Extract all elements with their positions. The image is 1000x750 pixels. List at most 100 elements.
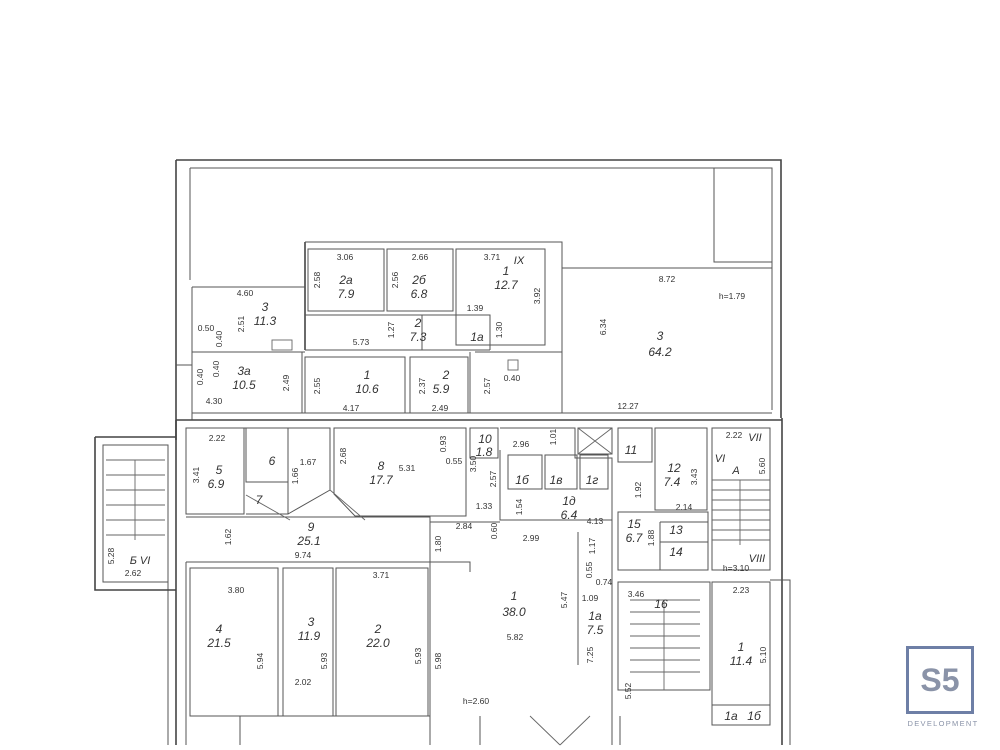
dimension-labels: 3.06 2.66 3.71 8.72 2.58 2.56 3.92 1.39 … [106,252,768,699]
dimension: 3.71 [373,570,390,580]
room-number: 3 [308,615,315,629]
section-label: VI [715,453,725,465]
room-number: 2 [414,316,422,330]
room-number: 1 [511,589,518,603]
dimension: 4.13 [587,516,604,526]
dimension: 5.31 [399,463,416,473]
section-label: Б VI [130,555,151,567]
dimension: 3.80 [228,585,245,595]
dimension: 5.60 [757,457,767,474]
dimension: 1.39 [467,303,484,313]
room-area: 21.5 [206,636,231,650]
room-area: 1.8 [476,445,493,459]
dimension: 1.54 [514,498,524,515]
room-area: 6.8 [411,287,428,301]
room-area: 12.7 [494,278,519,292]
room-area: 7.5 [587,623,604,637]
dimension: 2.49 [432,403,449,413]
room-number: 3 [262,300,269,314]
room-number: 1 [364,368,371,382]
dimension: 2.99 [523,533,540,543]
height-label: h=3.10 [723,563,750,573]
dimension: 2.49 [281,374,291,391]
dimension: 3.46 [628,589,645,599]
dimension: 2.68 [338,447,348,464]
dimension: 7.25 [585,646,595,663]
outer-walls [94,159,791,745]
dimension: 5.10 [758,646,768,663]
room-area: 22.0 [365,636,390,650]
dimension: 5.28 [106,547,116,564]
room-area: 64.2 [648,345,672,359]
room-number: 2а [338,273,353,287]
dimension: 8.72 [659,274,676,284]
dimension: 1.09 [582,593,599,603]
dimension: 0.74 [596,577,613,587]
room-area: 5.9 [433,382,450,396]
room-area: 10.6 [355,382,379,396]
section-label: A [731,465,739,477]
dimension: 0.40 [214,330,224,347]
room-number: 1 [503,264,510,278]
dimension: 1.01 [548,428,558,445]
dimension: 1.88 [646,529,656,546]
room-area: 10.5 [232,378,256,392]
room-number: 1б [747,709,762,723]
dimension: 2.66 [412,252,429,262]
dimension: 1.27 [386,321,396,338]
room-number: 1б [515,473,530,487]
room-number: 1д [562,494,576,508]
dimension: 2.96 [513,439,530,449]
logo-subtitle: DEVELOPMENT [907,719,979,728]
dimension: 1.30 [494,321,504,338]
dimension: 2.55 [312,377,322,394]
room-number: 2 [442,368,450,382]
dimension: 2.56 [390,271,400,288]
dimension: 3.43 [689,468,699,485]
dimension: 0.60 [489,522,499,539]
room-number: 8 [378,459,385,473]
room-number: 2б [411,273,427,287]
room-number: 1в [550,473,563,487]
room-number: 2 [374,622,382,636]
room-number: 9 [308,520,315,534]
section-label: VII [748,432,761,444]
room-area: 6.4 [561,508,578,522]
dimension: 2.84 [456,521,473,531]
dimension: 2.51 [236,315,246,332]
dimension: 4.30 [206,396,223,406]
dimension: 3.71 [484,252,501,262]
room-area: 7.9 [338,287,355,301]
dimension: 3.41 [191,466,201,483]
room-area: 11.9 [298,629,321,643]
middle-rooms [176,419,782,571]
dimension: 3.50 [468,455,478,472]
room-labels: 2а 7.9 2б 6.8 1 12.7 3 11.3 2 7.3 1а 3 6… [206,264,752,668]
dimension: 2.37 [417,377,427,394]
room-number: 12 [667,461,681,475]
dimension: 5.52 [623,682,633,699]
room-number: 6 [269,454,276,468]
height-label: h=1.79 [719,291,746,301]
height-label: h=2.60 [463,696,490,706]
room-area: 17.7 [369,473,394,487]
upper-rooms [191,241,772,414]
lower-rooms [106,459,771,746]
dimension: 2.02 [295,677,312,687]
room-number: 14 [669,545,683,559]
dimension: 2.57 [488,470,498,487]
room-number: 11 [625,443,637,457]
room-number: 16 [654,597,668,611]
dimension: 5.93 [319,652,329,669]
section-labels: IX VII VI A VIII Б VI h=1.79 h=2.60 h=3.… [130,255,766,723]
dimension: 2.58 [312,271,322,288]
dimension: 0.40 [504,373,521,383]
dimension: 1.33 [476,501,493,511]
room-area: 7.4 [664,475,681,489]
dimension: 9.74 [295,550,312,560]
dimension: 1.80 [433,535,443,552]
room-number: 1а [588,609,602,623]
dimension: 2.57 [482,377,492,394]
room-number: 1а [724,709,738,723]
dimension: 0.50 [198,323,215,333]
